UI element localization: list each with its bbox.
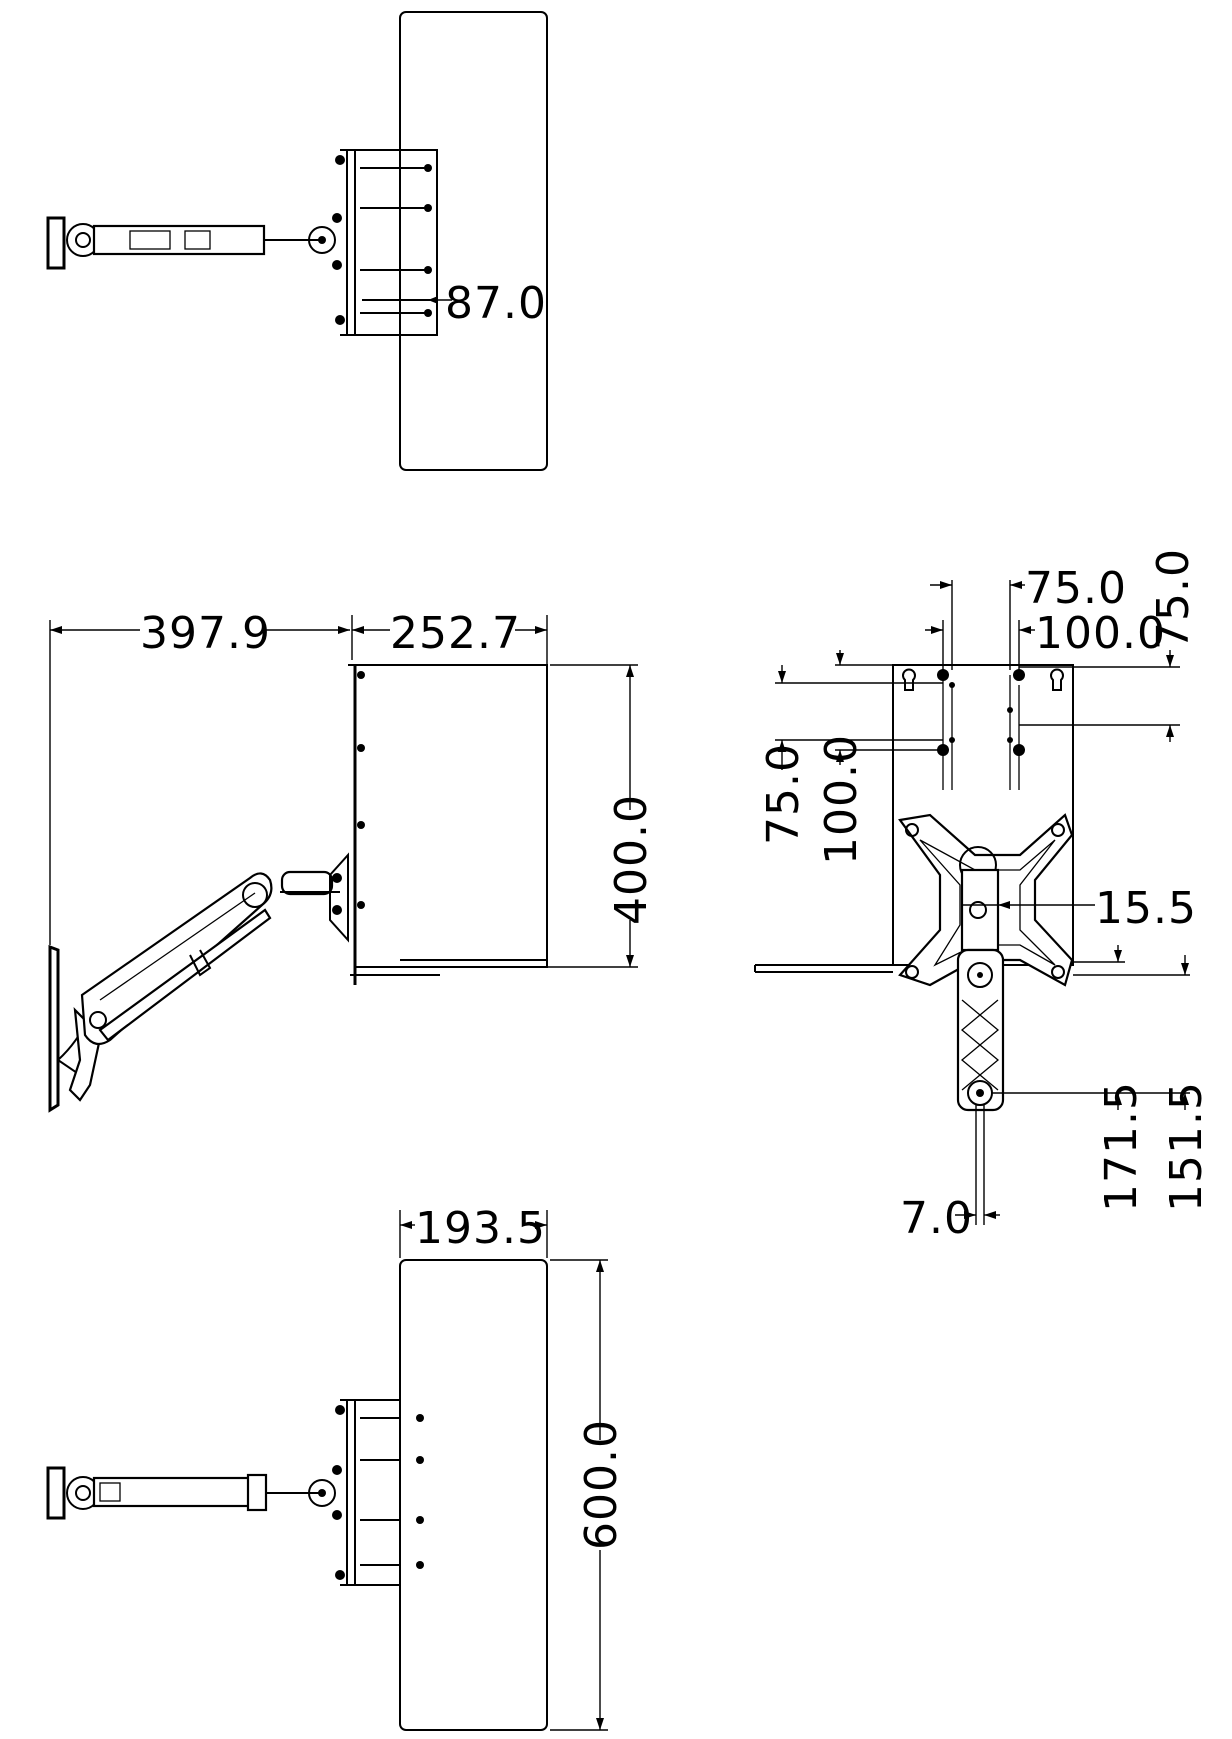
top-view-bracket [346, 149, 438, 336]
bottom-view: 193.5 600.0 [46, 1203, 627, 1731]
dim-vesa-75-v-right-label: 75.0 [1148, 548, 1199, 650]
side-view-dim-397: 397.9 [49, 608, 350, 945]
dim-15-label: 15.5 [1095, 883, 1197, 934]
dim-171-label: 171.5 [1096, 1081, 1147, 1212]
rear-dim-100-left: 100.0 [816, 650, 943, 865]
bottom-view-arm [46, 1405, 345, 1580]
bottom-view-tray-outline [399, 1259, 548, 1731]
dim-600-label: 600.0 [576, 1419, 627, 1550]
side-view: 397.9 252.7 400.0 [48, 608, 657, 1113]
rear-dim-75-right: 75.0 [1019, 548, 1199, 742]
top-view-tray-outline [399, 11, 548, 471]
side-view-dim-400: 400.0 [547, 664, 657, 968]
bottom-view-dim-600: 600.0 [550, 1259, 627, 1731]
pivot-arm [956, 948, 1005, 1112]
wall-plate [48, 944, 60, 1113]
dim-400-label: 400.0 [606, 794, 657, 925]
top-view-slots [354, 150, 432, 335]
bottom-view-slots [360, 1414, 424, 1569]
dim-397-label: 397.9 [140, 608, 271, 659]
bottom-view-bracket [346, 1399, 401, 1586]
rear-dim-7: 7.0 [900, 1105, 1000, 1244]
rear-dim-15: 15.5 [962, 883, 1197, 934]
side-view-dim-252: 252.7 [351, 608, 548, 960]
top-view: 87.0 [46, 11, 548, 471]
bottom-view-dim-193: 193.5 [399, 1203, 548, 1258]
dim-252-label: 252.7 [390, 608, 521, 659]
dim-193-label: 193.5 [415, 1203, 546, 1254]
rear-dim-100-top: 100.0 [925, 608, 1166, 670]
dim-vesa-75-h-label: 75.0 [1025, 563, 1127, 614]
dim-87-label: 87.0 [445, 278, 547, 329]
rear-dim-75-left: 75.0 [758, 665, 943, 845]
top-view-arm [46, 155, 345, 325]
dim-151-label: 151.5 [1161, 1081, 1212, 1212]
vesa-holes [937, 669, 1025, 790]
vesa-mount-plate [898, 813, 1074, 987]
rear-view: 75.0 100.0 75.0 75.0 [754, 548, 1212, 1244]
dim-vesa-100-h-label: 100.0 [1035, 608, 1166, 659]
rear-dim-171-151: 171.5 151.5 [992, 945, 1212, 1212]
dim-vesa-75-v-left-label: 75.0 [758, 743, 809, 845]
dim-vesa-100-v-left-label: 100.0 [816, 734, 867, 865]
dim-7-label: 7.0 [900, 1193, 973, 1244]
side-view-tray-panel [354, 664, 548, 968]
top-view-dim-87: 87.0 [428, 278, 547, 329]
rear-dim-75-top: 75.0 [930, 563, 1127, 670]
side-view-arm [48, 852, 349, 1113]
